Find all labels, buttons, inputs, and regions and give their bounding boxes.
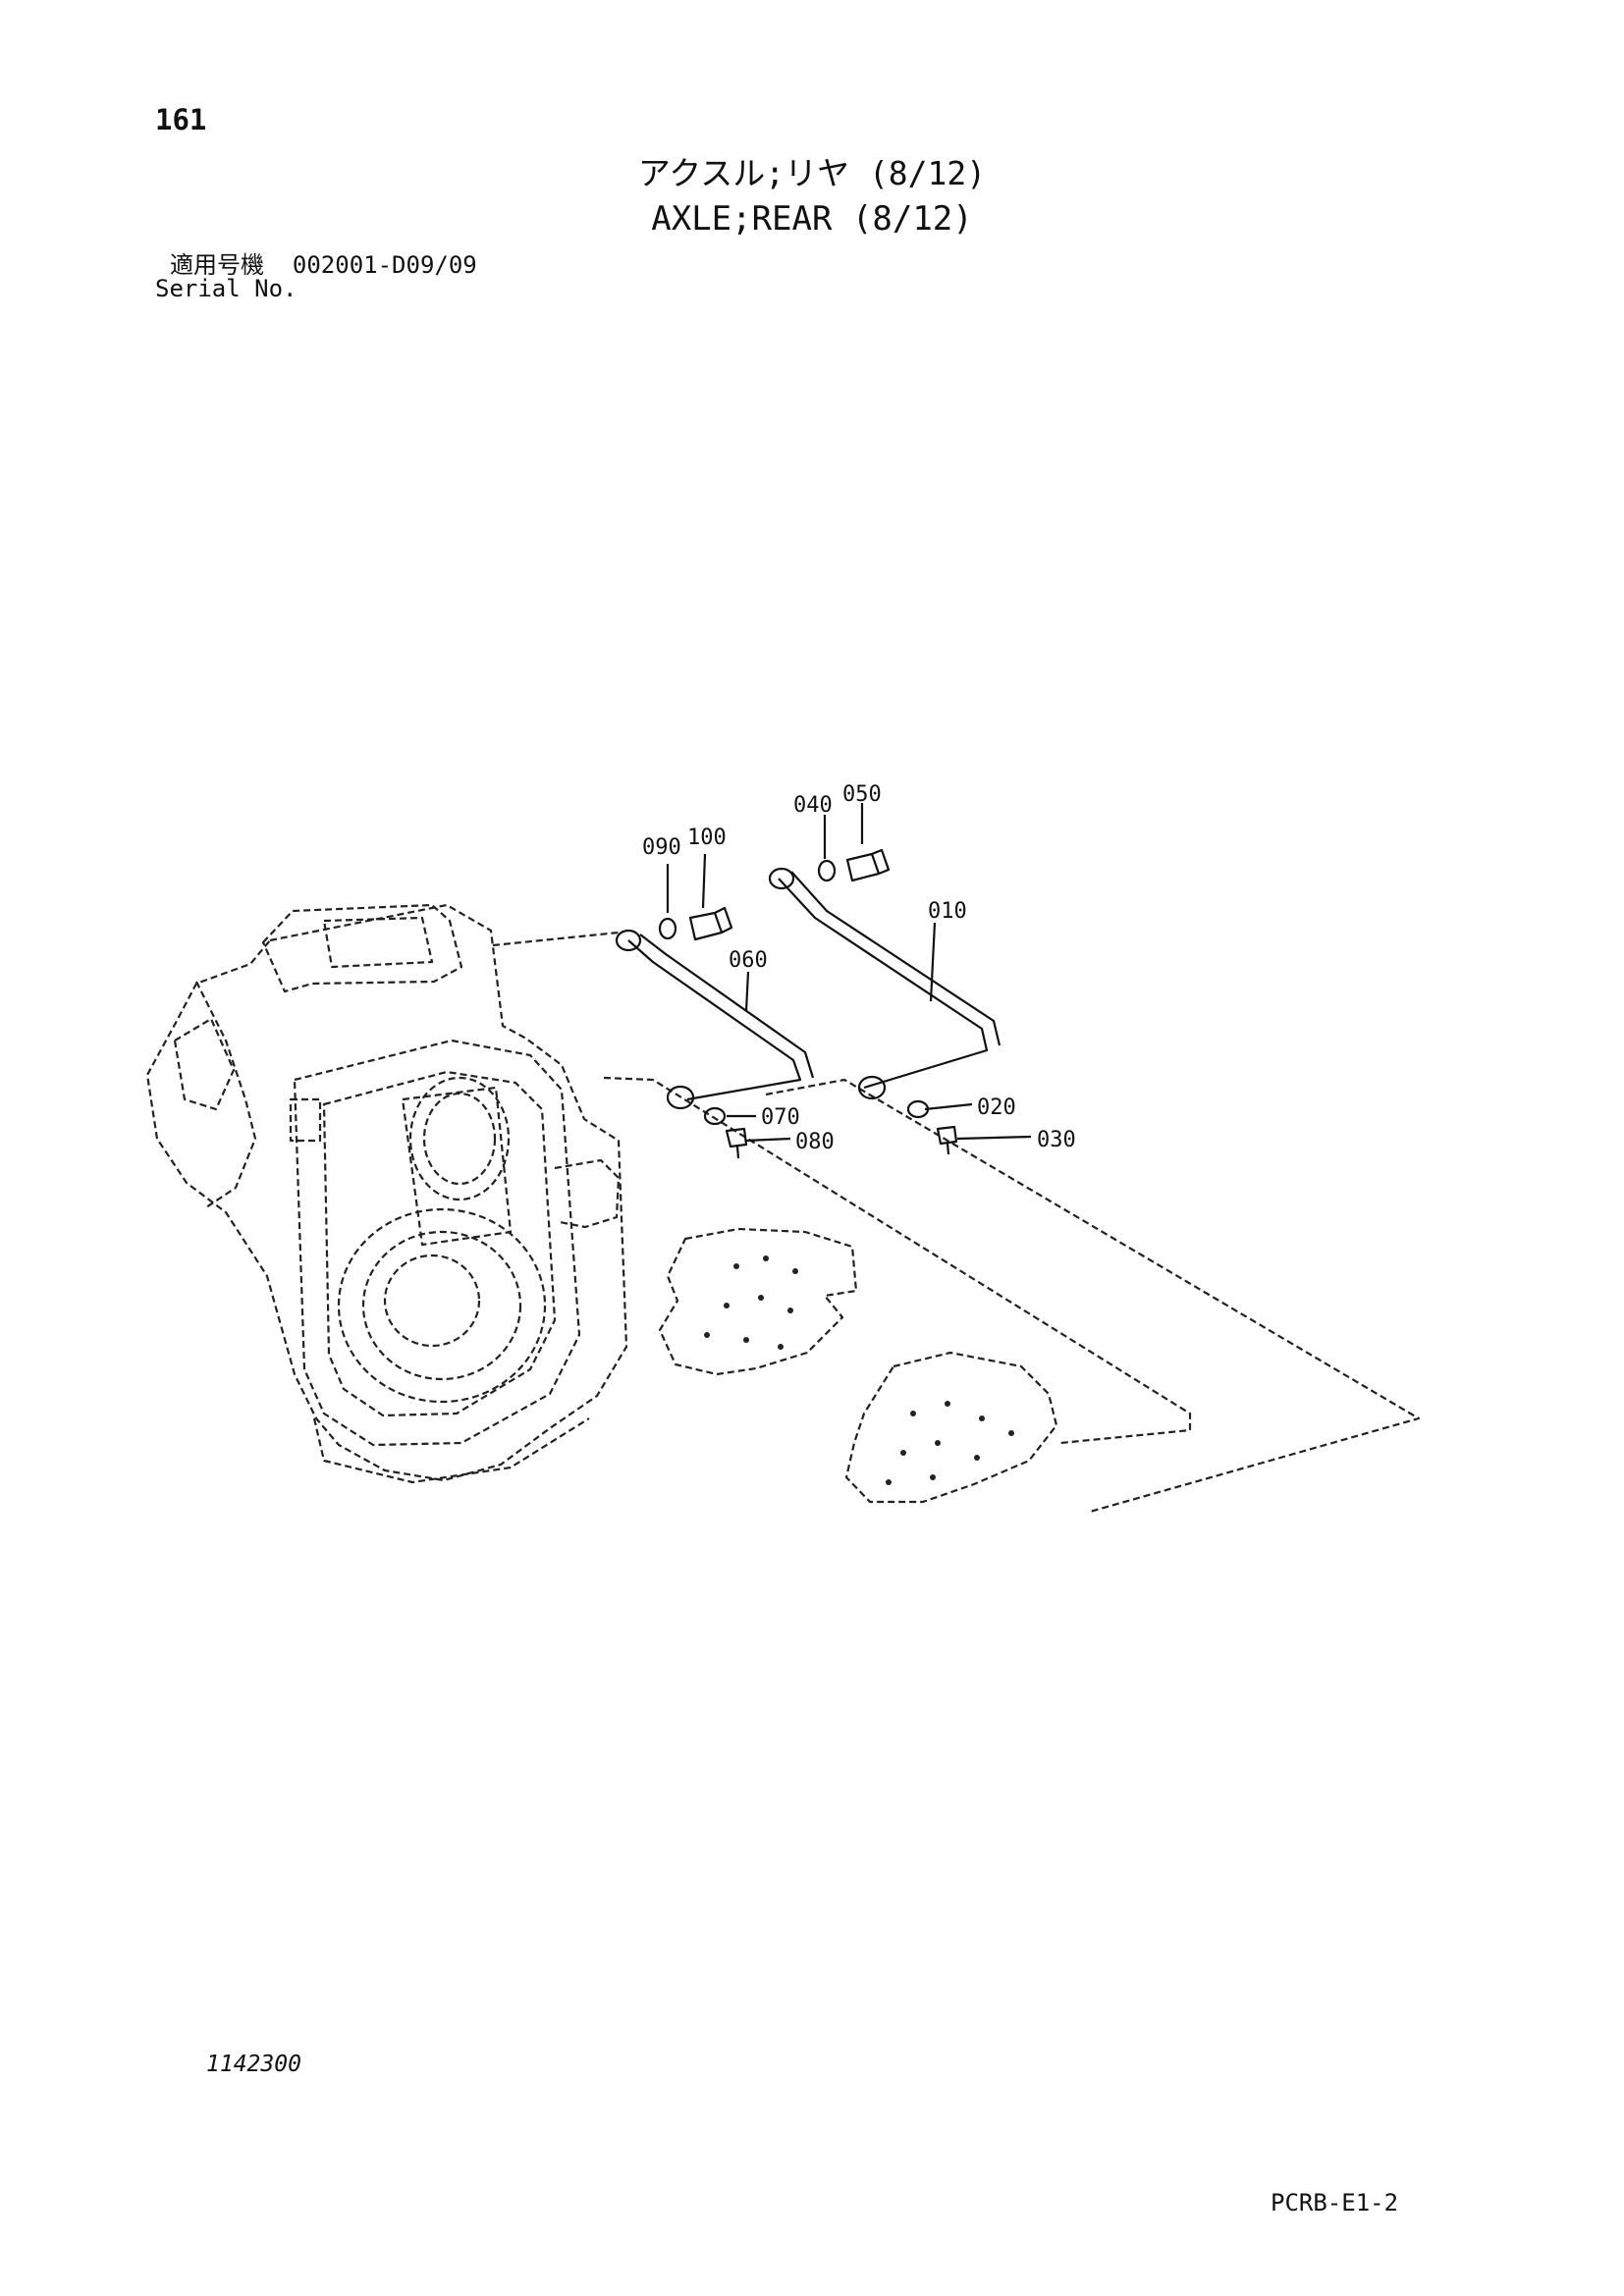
- pipe-010-lower-eye: [857, 1075, 887, 1100]
- bolt-030: [936, 1125, 958, 1155]
- washer-090: [658, 917, 677, 940]
- callout-060: 060: [729, 948, 768, 973]
- title-japanese: アクスル;リヤ (8/12): [637, 154, 987, 192]
- housing-front-frame-inner: [322, 1070, 557, 1417]
- housing-left-recess: [173, 1017, 236, 1111]
- valve-plate-holes: [704, 1255, 1014, 1485]
- washer-040: [817, 859, 837, 882]
- housing-to-pipe-guide: [492, 931, 620, 947]
- union-bolt-100: [688, 906, 733, 941]
- callout-010: 010: [928, 899, 967, 924]
- valve-block-right: [844, 1351, 1058, 1504]
- leader-lines: [666, 803, 1032, 1143]
- left-pipe-routing-line: [603, 1076, 1192, 1445]
- upper-bore-ring: [408, 1076, 511, 1201]
- callout-020: 020: [977, 1095, 1016, 1120]
- housing-left-flange: [195, 981, 257, 1208]
- callout-040: 040: [793, 793, 833, 818]
- callout-030: 030: [1037, 1128, 1076, 1152]
- ring-mount-plate: [401, 1086, 513, 1247]
- bolt-080: [725, 1127, 748, 1159]
- side-boss: [554, 1158, 621, 1229]
- page-number: 161: [155, 103, 207, 136]
- callout-050: 050: [842, 782, 882, 807]
- callout-070: 070: [761, 1105, 800, 1130]
- valve-plate-left: [658, 1227, 858, 1376]
- housing-label-plate: [289, 1097, 322, 1143]
- housing-front-frame: [293, 1039, 581, 1447]
- serial-applicability: 適用号機 002001-D09/09: [170, 253, 477, 277]
- pipe-010: [778, 871, 1001, 1090]
- right-pipe-routing-line: [765, 1078, 1421, 1514]
- lower-bore-ring: [337, 1207, 547, 1404]
- washer-070: [703, 1106, 727, 1126]
- axle-housing: [145, 903, 628, 1482]
- pipe-060: [627, 934, 815, 1101]
- upper-bore-inner: [422, 1092, 497, 1186]
- serial-label-english: Serial No.: [155, 275, 298, 302]
- callout-080: 080: [795, 1130, 835, 1154]
- callout-100: 100: [687, 826, 727, 850]
- title-english: AXLE;REAR (8/12): [651, 199, 973, 239]
- pipe-060-upper-eye: [615, 929, 642, 952]
- housing-bottom-skirt: [312, 1417, 590, 1484]
- page-code: PCRB-E1-2: [1271, 2189, 1399, 2216]
- serial-label-japanese: 適用号機: [170, 251, 264, 279]
- housing-top-block-inner: [322, 916, 434, 969]
- housing-top-block: [261, 903, 463, 993]
- pipe-060-lower-eye: [666, 1085, 695, 1110]
- serial-range: 002001-D09/09: [292, 251, 477, 279]
- union-bolt-050: [845, 848, 891, 882]
- lower-bore-inner: [361, 1230, 522, 1381]
- illustration-number: 1142300: [206, 2052, 301, 2077]
- lower-bore-core: [383, 1254, 481, 1348]
- part-callouts: 040 050 090 100 010 060 020 030 070 080: [642, 782, 1076, 1154]
- callout-090: 090: [642, 835, 681, 860]
- pipe-010-upper-eye: [768, 867, 795, 890]
